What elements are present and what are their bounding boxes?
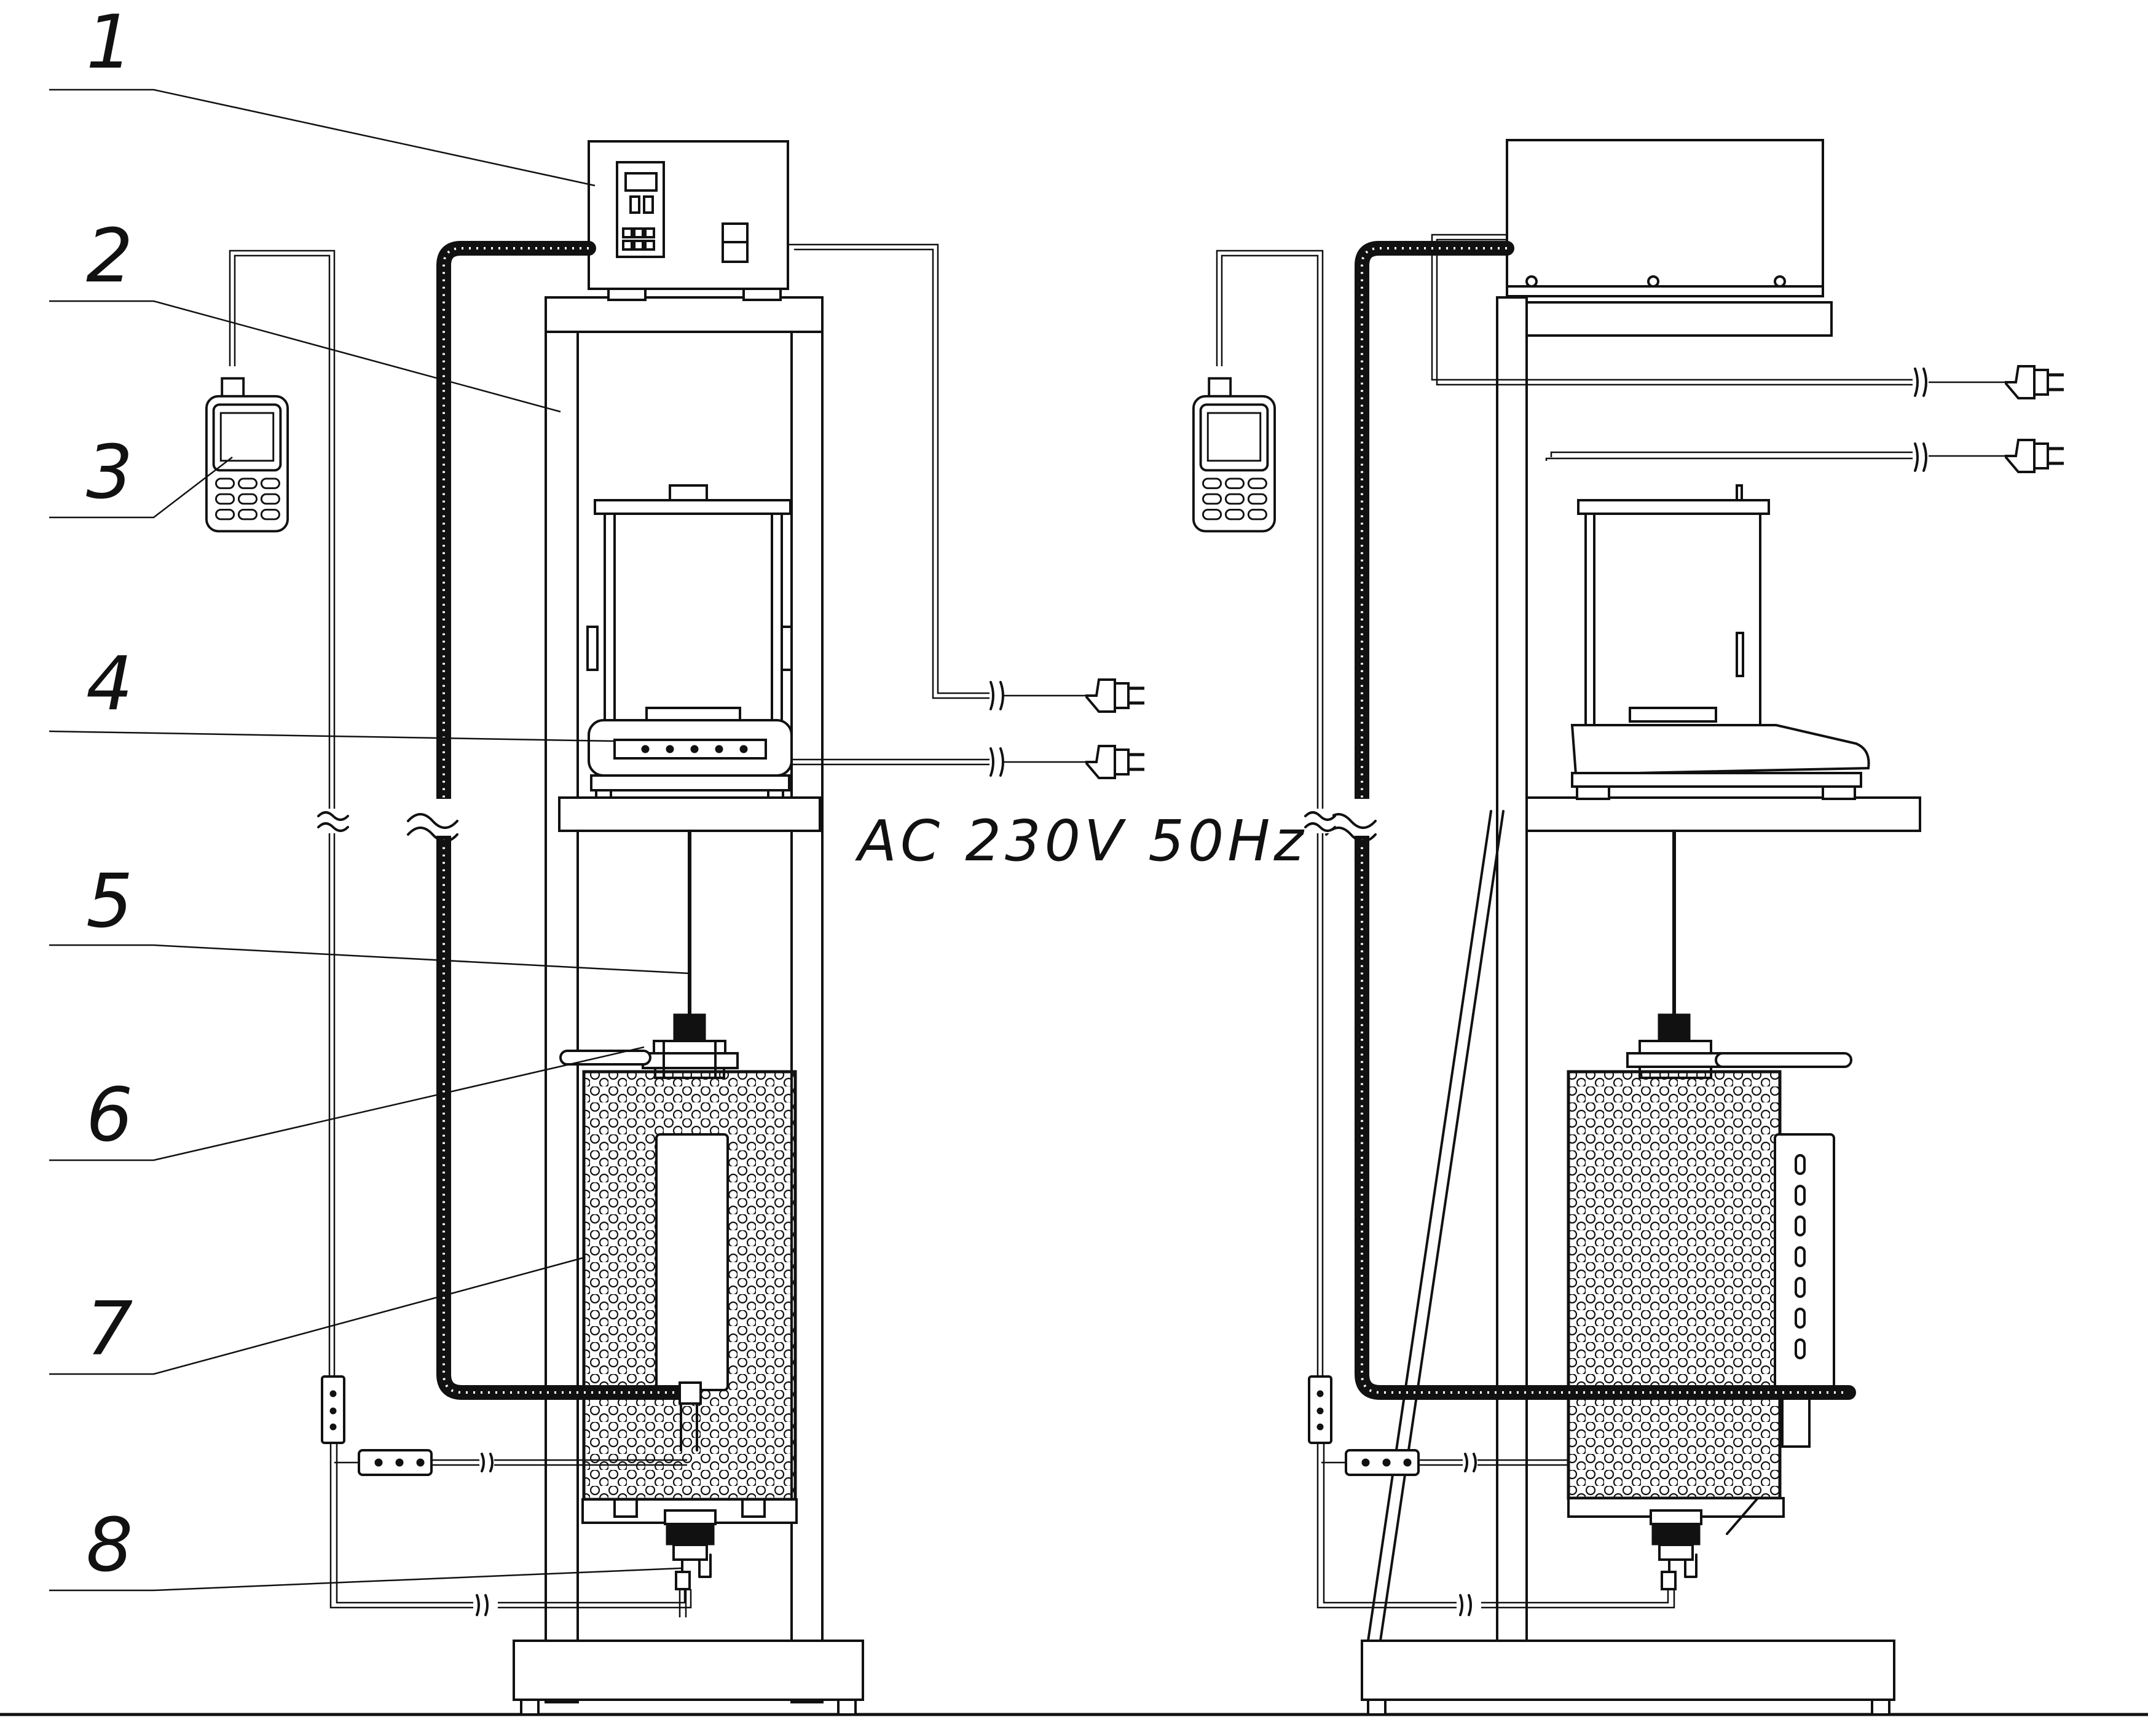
handheld-meter [207, 379, 288, 532]
callout-number: 8 [86, 1503, 133, 1589]
vacuum-hose [406, 241, 702, 1405]
power-spec-label: AC 230V 50Hz [855, 808, 1307, 874]
bottom-fitting [664, 1509, 717, 1617]
side-view [1194, 139, 2064, 1716]
callout-7: 7 [49, 1256, 586, 1375]
front-view [207, 140, 1144, 1716]
callout-number: 5 [86, 859, 133, 945]
callouts: 1 2 3 4 5 6 7 8 [49, 0, 690, 1592]
callout-1: 1 [49, 0, 596, 187]
top-flange [559, 1013, 739, 1079]
furnace [581, 1070, 798, 1524]
callout-number: 3 [86, 430, 133, 516]
callout-4: 4 [49, 642, 615, 742]
balance [586, 484, 793, 799]
plug-icon [1085, 746, 1144, 778]
callout-5: 5 [49, 859, 690, 975]
callout-3: 3 [49, 430, 233, 519]
callout-6: 6 [49, 1046, 645, 1161]
callout-number: 7 [86, 1287, 133, 1372]
callout-number: 6 [86, 1073, 133, 1158]
callout-number: 2 [86, 214, 133, 299]
plug-icon [1085, 680, 1144, 712]
plug-icon [2005, 440, 2064, 472]
callout-number: 4 [86, 642, 133, 727]
frame [513, 296, 864, 1716]
callout-number: 1 [86, 0, 133, 85]
plug-icon [2005, 366, 2064, 398]
meter-cable [229, 249, 692, 1616]
controller-box [588, 140, 789, 301]
callout-8: 8 [49, 1503, 682, 1592]
handheld-meter [1194, 379, 1275, 532]
callout-2: 2 [49, 214, 561, 413]
